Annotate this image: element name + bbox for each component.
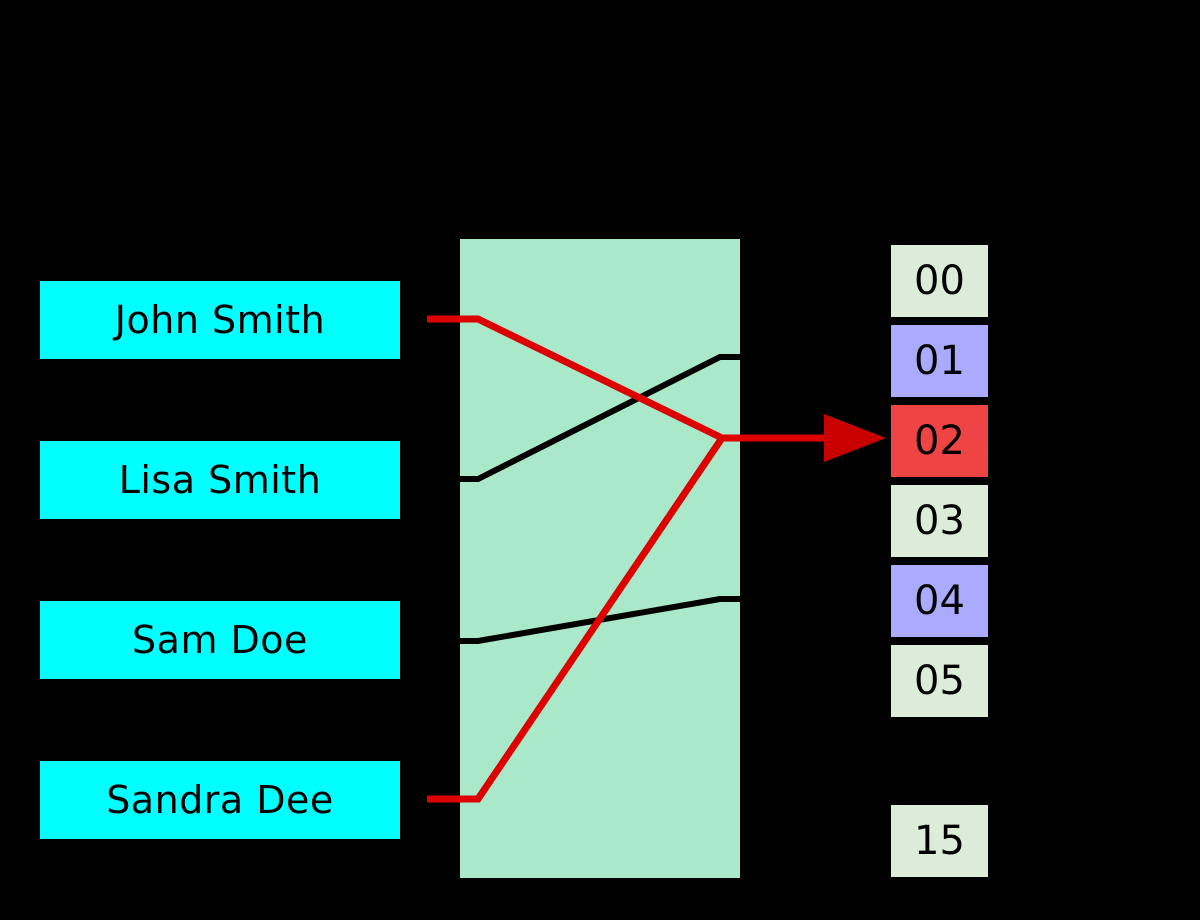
key-box-sandra-dee[interactable]: Sandra Dee [40,761,400,839]
key-label: Lisa Smith [118,458,322,502]
key-box-lisa-smith[interactable]: Lisa Smith [40,441,400,519]
bucket-00[interactable]: 00 [891,245,988,317]
key-label: John Smith [114,298,326,342]
bucket-index-label: 00 [914,258,965,304]
key-label: Sam Doe [132,618,308,662]
hash-function-box [460,239,740,878]
bucket-01[interactable]: 01 [891,325,988,397]
key-box-john-smith[interactable]: John Smith [40,281,400,359]
key-label: Sandra Dee [106,778,334,822]
bucket-15[interactable]: 15 [891,805,988,877]
bucket-index-label: 02 [914,418,965,464]
bucket-index-label: 01 [914,338,965,384]
bucket-02[interactable]: 02 [891,405,988,477]
collision-arrowhead-icon [824,414,886,462]
bucket-index-label: 05 [914,658,965,704]
bucket-index-label: 15 [914,818,965,864]
bucket-index-label: 04 [914,578,965,624]
key-box-sam-doe[interactable]: Sam Doe [40,601,400,679]
bucket-04[interactable]: 04 [891,565,988,637]
bucket-05[interactable]: 05 [891,645,988,717]
bucket-index-label: 03 [914,498,965,544]
bucket-03[interactable]: 03 [891,485,988,557]
